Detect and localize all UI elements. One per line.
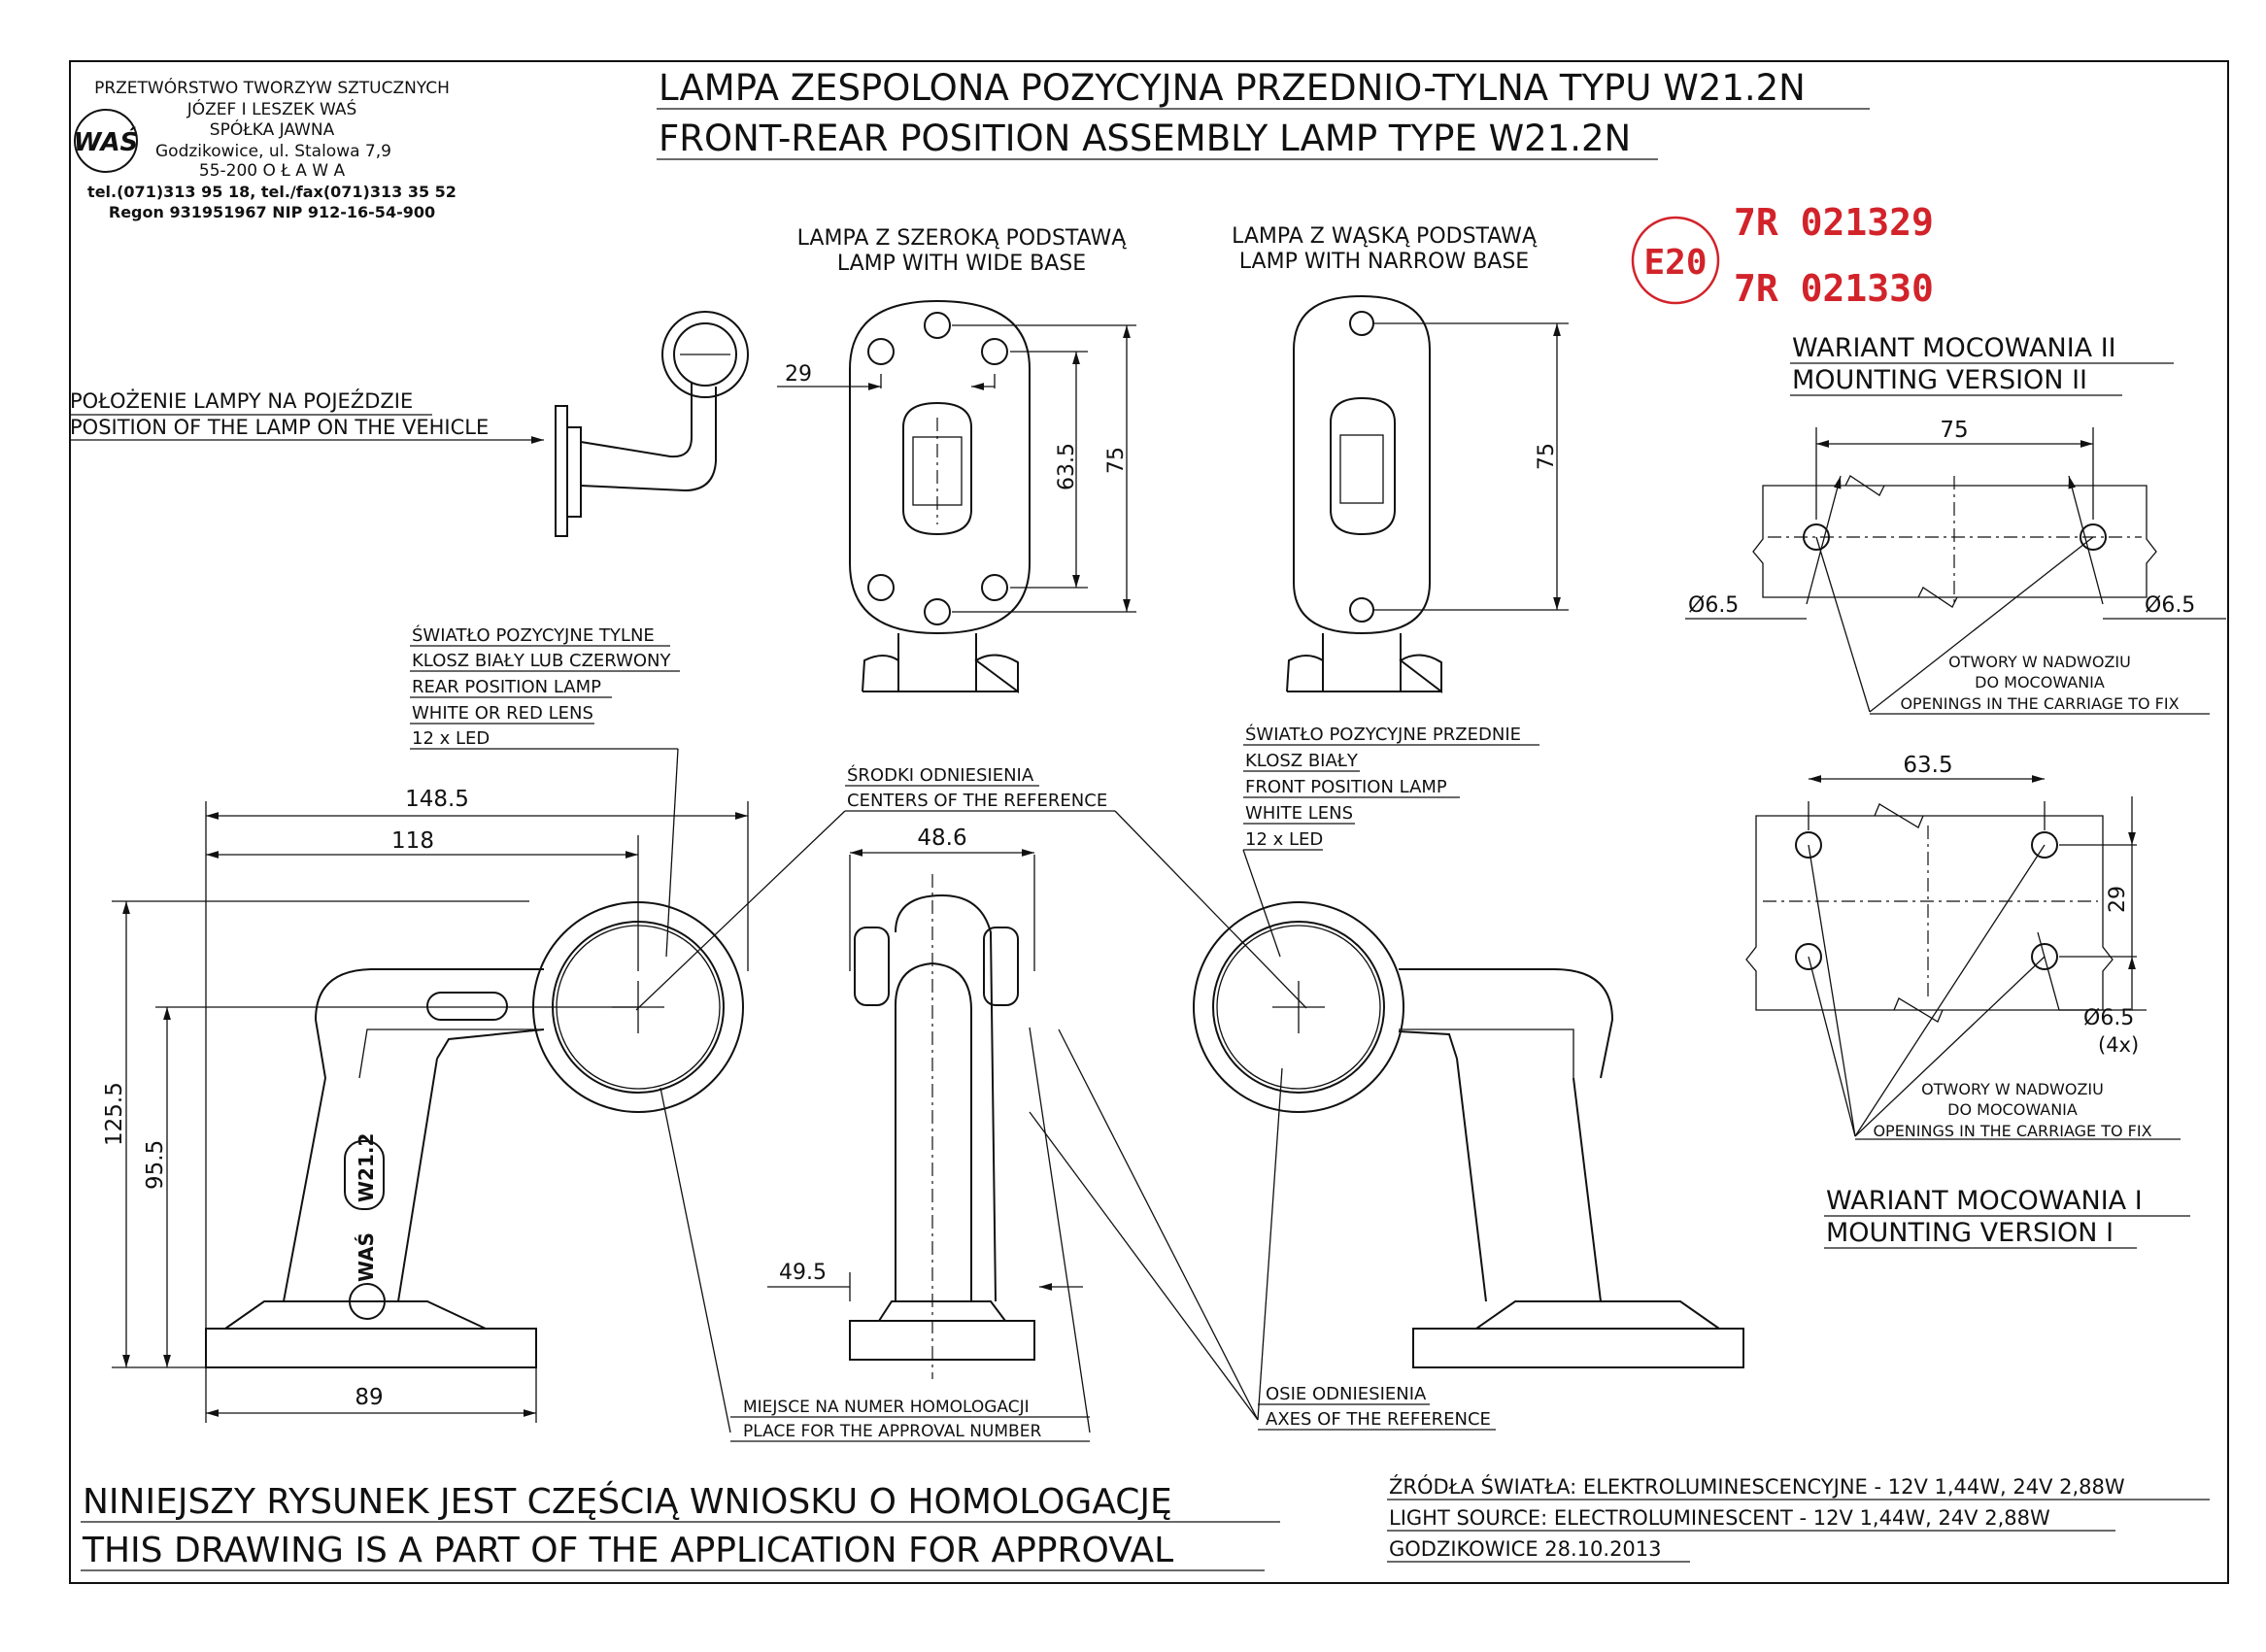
rear-light-text-3: REAR POSITION LAMP (412, 677, 601, 697)
reference-centers-pl: ŚRODKI ODNIESIENIA (847, 764, 1034, 786)
mounting-1-hole: Ø6.5 (2083, 1006, 2134, 1030)
front-light-callout: ŚWIATŁO POZYCYJNE PRZEDNIE KLOSZ BIAŁY F… (1242, 724, 1539, 958)
reference-centers-callout: ŚRODKI ODNIESIENIA CENTERS OF THE REFERE… (635, 764, 1307, 1011)
company-block: WAŚ PRZETWÓRSTWO TWORZYW SZTUCZNYCH JÓZE… (74, 77, 457, 221)
mounting-version-1: 63.5 29 Ø6.5 (4x) OTWORY W NADWOZIU DO M… (1745, 753, 2190, 1249)
stamp-number-1: 7R 021329 (1734, 201, 1934, 244)
company-street: Godzikowice, ul. Stalowa 7,9 (155, 142, 391, 161)
wide-dim-635: 63.5 (1055, 443, 1079, 490)
narrow-dim-75: 75 (1535, 443, 1559, 470)
drawing-frame (69, 60, 2229, 1584)
title-en: FRONT-REAR POSITION ASSEMBLY LAMP TYPE W… (659, 118, 1631, 159)
reference-axes-pl: OSIE ODNIESIENIA (1266, 1384, 1427, 1404)
wide-base-label-pl: LAMPA Z SZEROKĄ PODSTAWĄ (797, 226, 1128, 251)
side-view-rear: W21.2 WAŚ 148.5 118 125.5 95.5 89 (102, 787, 749, 1423)
wide-dim-29: 29 (785, 362, 812, 387)
company-name: PRZETWÓRSTWO TWORZYW SZTUCZNYCH (94, 77, 450, 98)
mounting-2-title-pl: WARIANT MOCOWANIA II (1792, 333, 2116, 363)
footer-statement-pl: NINIEJSZY RYSUNEK JEST CZĘŚCIĄ WNIOSKU O… (83, 1481, 1172, 1522)
approval-place-pl: MIEJSCE NA NUMER HOMOLOGACJI (743, 1398, 1030, 1417)
dim-495: 49.5 (779, 1261, 827, 1285)
approval-badge: W21.2 WAŚ (344, 1133, 386, 1320)
position-label-pl: POŁOŻENIE LAMPY NA POJEŹDZIE (70, 388, 413, 413)
footer-statement-en: THIS DRAWING IS A PART OF THE APPLICATIO… (82, 1531, 1173, 1570)
rear-light-text-2: KLOSZ BIAŁY LUB CZERWONY (412, 651, 671, 671)
dim-1255: 125.5 (102, 1082, 127, 1146)
front-light-text-5: 12 x LED (1245, 829, 1323, 850)
company-city: 55-200 O Ł A W A (199, 161, 346, 181)
position-label-en: POSITION OF THE LAMP ON THE VEHICLE (70, 416, 489, 439)
wide-base-label-en: LAMP WITH WIDE BASE (837, 252, 1086, 276)
stamp-mark: E20 (1643, 243, 1707, 283)
mounting-1-note-3: OPENINGS IN THE CARRIAGE TO FIX (1873, 1122, 2151, 1140)
mounting-2-note-3: OPENINGS IN THE CARRIAGE TO FIX (1900, 694, 2179, 713)
stamp-number-2: 7R 021330 (1734, 267, 1934, 310)
approval-place-en: PLACE FOR THE APPROVAL NUMBER (743, 1422, 1041, 1441)
mounting-1-title-en: MOUNTING VERSION I (1826, 1218, 2114, 1248)
mounting-2-dim-75: 75 (1940, 418, 1968, 443)
mounting-2-title-en: MOUNTING VERSION II (1792, 365, 2087, 395)
drawing-date: GODZIKOWICE 28.10.2013 (1389, 1537, 1662, 1561)
position-on-vehicle: POŁOŻENIE LAMPY NA POJEŹDZIE POSITION OF… (70, 311, 749, 537)
front-light-text-4: WHITE LENS (1245, 803, 1353, 824)
reference-axes-callout: OSIE ODNIESIENIA AXES OF THE REFERENCE (1029, 1028, 1496, 1431)
front-view: 48.6 49.5 (767, 826, 1083, 1379)
dim-89: 89 (355, 1385, 383, 1410)
approval-stamp: E20 7R 021329 7R 021330 (1631, 201, 1934, 310)
reference-axes-en: AXES OF THE REFERENCE (1266, 1409, 1491, 1430)
dim-955: 95.5 (143, 1140, 168, 1190)
mini-lamp-illustration (555, 311, 749, 537)
dim-1485: 148.5 (405, 787, 469, 812)
rear-light-text-4: WHITE OR RED LENS (412, 703, 593, 724)
narrow-base-label-pl: LAMPA Z WĄSKĄ PODSTAWĄ (1232, 224, 1538, 249)
wide-base-view: LAMPA Z SZEROKĄ PODSTAWĄ LAMP WITH WIDE … (777, 226, 1136, 693)
rear-light-callout: ŚWIATŁO POZYCYJNE TYLNE KLOSZ BIAŁY LUB … (410, 624, 680, 958)
company-logo: WAŚ (74, 109, 139, 173)
mounting-1-note-2: DO MOCOWANIA (1947, 1100, 2078, 1119)
mounting-1-title-pl: WARIANT MOCOWANIA I (1826, 1186, 2143, 1216)
rear-light-text-5: 12 x LED (412, 728, 490, 749)
company-registry: Regon 931951967 NIP 912-16-54-900 (109, 203, 435, 221)
mounting-2-hole-left: Ø6.5 (1688, 593, 1739, 618)
side-view-front (1193, 901, 1744, 1368)
light-source-en: LIGHT SOURCE: ELECTROLUMINESCENT - 12V 1… (1389, 1506, 2050, 1530)
wide-dim-75: 75 (1104, 447, 1129, 474)
approval-place-callout: MIEJSCE NA NUMER HOMOLOGACJI PLACE FOR T… (660, 1027, 1091, 1442)
logo-text: WAŚ (74, 126, 139, 157)
mounting-1-count: (4x) (2098, 1033, 2139, 1057)
mounting-1-note-1: OTWORY W NADWOZIU (1921, 1080, 2104, 1098)
mounting-1-dim-29: 29 (2106, 886, 2130, 913)
badge-model: W21.2 (355, 1133, 378, 1202)
mounting-1-dim-635: 63.5 (1903, 753, 1952, 778)
narrow-base-view: LAMPA Z WĄSKĄ PODSTAWĄ LAMP WITH NARROW … (1232, 224, 1569, 694)
company-owners: JÓZEF I LESZEK WAŚ (186, 98, 357, 119)
badge-brand: WAŚ (355, 1232, 378, 1282)
light-source-pl: ŹRÓDŁA ŚWIATŁA: ELEKTROLUMINESCENCYJNE -… (1389, 1474, 2125, 1499)
narrow-base-label-en: LAMP WITH NARROW BASE (1239, 250, 1529, 274)
front-light-text-3: FRONT POSITION LAMP (1245, 777, 1447, 797)
mounting-2-note-2: DO MOCOWANIA (1975, 673, 2105, 691)
dim-486: 48.6 (917, 826, 966, 851)
title-pl: LAMPA ZESPOLONA POZYCYJNA PRZEDNIO-TYLNA… (659, 67, 1806, 109)
reference-centers-en: CENTERS OF THE REFERENCE (847, 791, 1107, 811)
dim-118: 118 (391, 828, 434, 854)
mounting-version-2: WARIANT MOCOWANIA II MOUNTING VERSION II… (1685, 333, 2226, 715)
mounting-2-hole-right: Ø6.5 (2145, 593, 2195, 618)
company-phone: tel.(071)313 95 18, tel./fax(071)313 35 … (87, 183, 457, 201)
front-light-text-1: ŚWIATŁO POZYCYJNE PRZEDNIE (1245, 724, 1521, 745)
front-light-text-2: KLOSZ BIAŁY (1245, 751, 1359, 771)
mounting-2-note-1: OTWORY W NADWOZIU (1948, 653, 2131, 671)
company-type: SPÓŁKA JAWNA (210, 118, 335, 140)
rear-light-text-1: ŚWIATŁO POZYCYJNE TYLNE (412, 624, 655, 646)
